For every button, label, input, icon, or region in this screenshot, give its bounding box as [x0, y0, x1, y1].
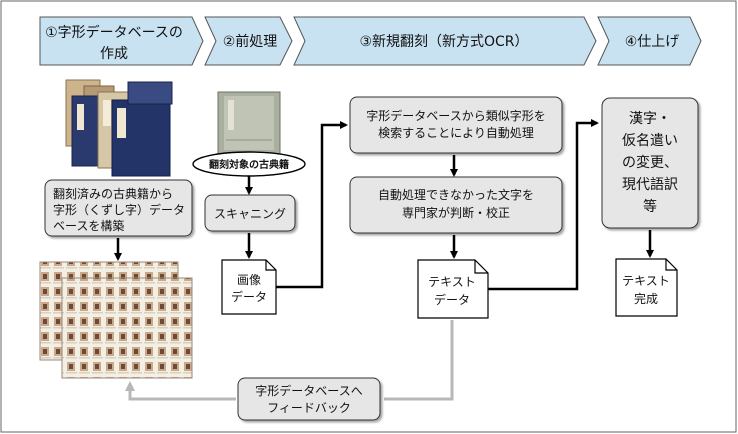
build-database-line2: 字形（くずし字）データ: [53, 202, 185, 217]
text-done-line2: 完成: [634, 291, 658, 306]
text-data-line1: テキスト: [428, 275, 476, 289]
scanning-label: スキャニング: [214, 207, 286, 221]
finish-line2: 仮名遣い: [622, 133, 678, 149]
finish-line3: の変更、: [622, 154, 678, 171]
auto-process-line2: 検索することにより自動処理: [378, 126, 534, 140]
phase-3-chevron: ③新規翻刻（新方式OCR）: [293, 16, 597, 66]
build-database-line1: 翻刻済みの古典籍から: [53, 186, 173, 201]
finish-line1: 漢字・: [629, 111, 671, 127]
phase-4-chevron: ④仕上げ: [597, 16, 702, 66]
finish-line4: 現代語訳: [622, 177, 678, 193]
feedback-arrow-right: [384, 320, 454, 401]
text-data-line2: データ: [434, 292, 470, 307]
phase-4-label: ④仕上げ: [625, 34, 680, 50]
arrow-image-to-auto: [276, 121, 348, 289]
text-done-line1: テキスト: [622, 274, 670, 288]
expert-check-box: [349, 176, 563, 234]
build-database-box: [44, 179, 193, 237]
phase-1-label-line1: ①字形データベースの: [45, 24, 183, 41]
character-sheets-image: [39, 261, 193, 379]
image-data-line2: データ: [231, 289, 267, 304]
classical-books-image: [65, 79, 173, 177]
image-data-line1: 画像: [237, 273, 261, 287]
feedback-arrow-left: [125, 381, 236, 401]
feedback-box: [237, 377, 381, 421]
text-done-doc: [615, 258, 678, 317]
source-book-image: [217, 91, 281, 155]
arrow-text-to-finish: [488, 119, 599, 291]
phase-2-chevron: ②前処理: [204, 16, 293, 66]
expert-check-line1: 自動処理できなかった文字を: [378, 187, 534, 202]
feedback-line2: フィードバック: [267, 401, 351, 415]
phase-1-label-line2: 作成: [100, 46, 128, 62]
feedback-line1: 字形データベースへ: [255, 383, 362, 398]
text-data-doc: [417, 259, 489, 319]
image-data-doc: [221, 259, 277, 315]
finish-box: [601, 97, 699, 229]
expert-check-line2: 専門家が判断・校正: [402, 205, 510, 220]
scanning-box: [204, 194, 296, 232]
phase-2-label: ②前処理: [223, 33, 278, 50]
source-book-label: 翻刻対象の古典籍: [209, 158, 289, 171]
finish-line5: 等: [643, 198, 657, 215]
build-database-line3: ベースを構築: [53, 218, 124, 233]
phase-3-label: ③新規翻刻（新方式OCR）: [359, 34, 528, 50]
auto-process-line1: 字形データベースから類似字形を: [366, 108, 545, 123]
auto-process-box: [349, 96, 563, 154]
phase-1-chevron: ①字形データベースの 作成: [39, 16, 204, 66]
